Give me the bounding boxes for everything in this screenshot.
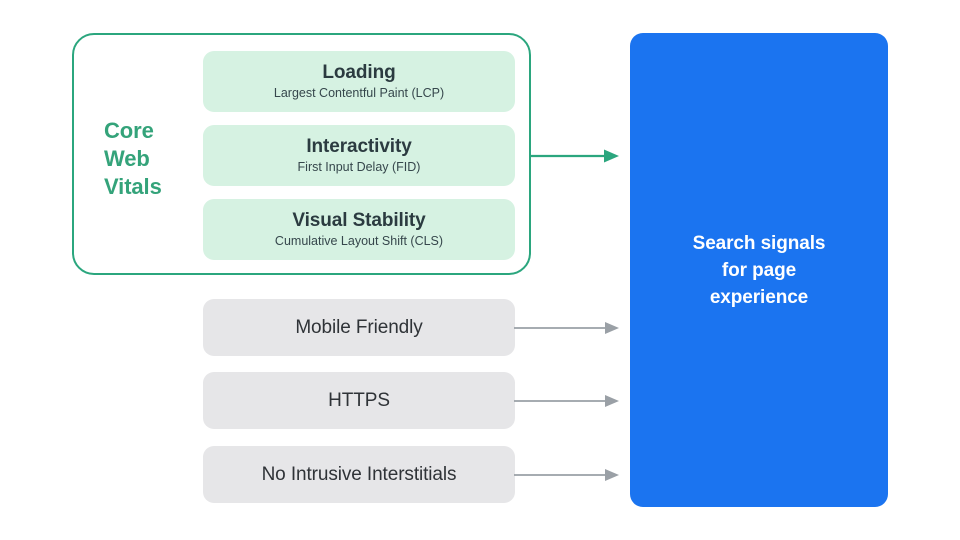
metric-title: Visual Stability	[292, 210, 426, 231]
outcome-text: Search signals for page experience	[692, 232, 826, 308]
core-web-vitals-arrow-icon	[530, 149, 619, 163]
metric-title: Loading	[322, 62, 396, 83]
signal-card-label: No Intrusive Interstitials	[261, 463, 457, 485]
core-web-vitals-group	[72, 33, 531, 275]
metric-subtitle: Cumulative Layout Shift (CLS)	[274, 234, 444, 248]
mobile-friendly-arrow-icon	[514, 322, 619, 334]
signal-card-label: HTTPS	[328, 389, 390, 411]
signal-card-no-intrusive-interstitials[interactable]: No Intrusive Interstitials	[203, 446, 515, 503]
https-arrow-icon	[514, 395, 619, 407]
metric-card-visual-stability[interactable]: Visual Stability Cumulative Layout Shift…	[203, 199, 515, 260]
metric-subtitle: Largest Contentful Paint (LCP)	[273, 86, 445, 100]
signal-card-label: Mobile Friendly	[295, 316, 423, 338]
signal-card-mobile-friendly[interactable]: Mobile Friendly	[203, 299, 515, 356]
metric-subtitle: First Input Delay (FID)	[297, 160, 421, 174]
metric-card-interactivity[interactable]: Interactivity First Input Delay (FID)	[203, 125, 515, 186]
no-intrusive-interstitials-arrow-icon	[514, 469, 619, 481]
metric-title: Interactivity	[306, 136, 412, 157]
signal-card-https[interactable]: HTTPS	[203, 372, 515, 429]
search-signals-outcome-box[interactable]: Search signals for page experience	[630, 33, 888, 507]
core-web-vitals-label: Core Web Vitals	[104, 118, 162, 199]
metric-card-loading[interactable]: Loading Largest Contentful Paint (LCP)	[203, 51, 515, 112]
